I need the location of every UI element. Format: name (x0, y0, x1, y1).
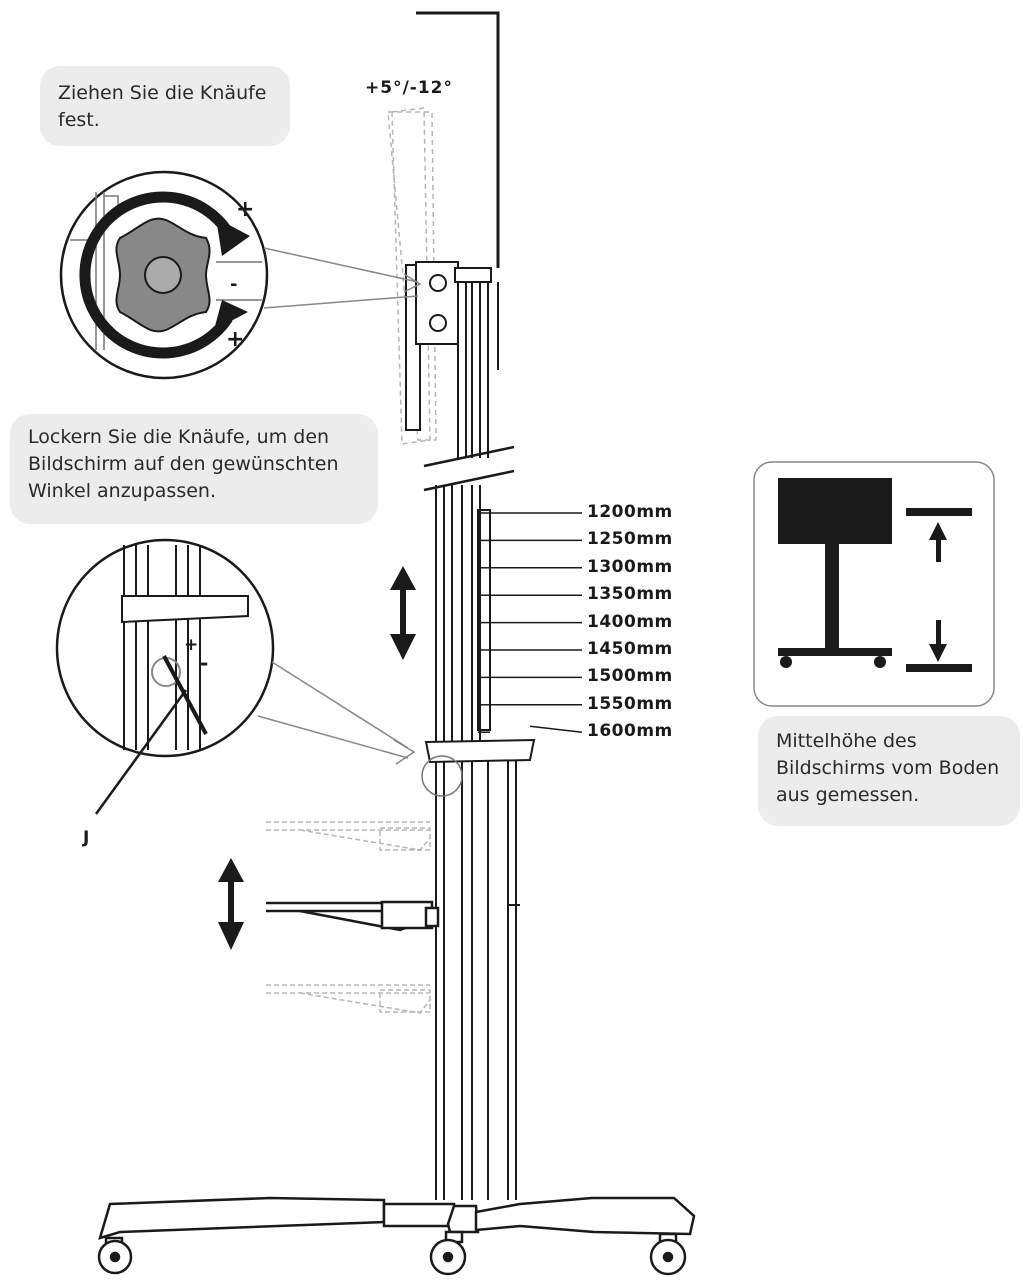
column-lower (435, 485, 520, 1200)
rotate-arrow-icon (79, 191, 250, 359)
arrow-down-icon (929, 620, 947, 662)
height-leader-line (529, 725, 583, 733)
callout-height-measure: Mittelhöhe des Bildschirms vom Boden aus… (758, 716, 1020, 826)
height-mark-label: 1600mm (587, 721, 673, 742)
collar-detail-pointer (257, 661, 416, 765)
plus-sign: + (184, 635, 198, 655)
height-mark-label: 1200mm (587, 502, 673, 522)
column-upper (454, 267, 499, 458)
height-mark-label: 1450mm (587, 639, 673, 659)
plus-sign: + (226, 327, 244, 352)
minus-sign: - (230, 274, 237, 295)
part-j-leader (94, 689, 188, 815)
height-illustration-panel (753, 461, 995, 707)
shelf-main (266, 900, 440, 932)
height-mark-label: 1350mm (587, 584, 673, 605)
part-label-j: J (83, 828, 90, 848)
height-leader-lines (478, 512, 583, 733)
caster-wheel-icon (649, 1232, 687, 1276)
caster-wheel-icon (97, 1236, 133, 1275)
top-bracket (416, 11, 500, 268)
tilt-range-label: +5°/-12° (365, 78, 453, 98)
collar-detail-magnifier: + - (55, 538, 275, 758)
shelf-ghost-lower (266, 984, 431, 1014)
knob-detail-magnifier: + - + (59, 170, 269, 380)
height-mark-label: 1400mm (587, 611, 673, 632)
height-mark-label: 1550mm (587, 693, 673, 714)
height-collar (421, 738, 536, 797)
double-arrow-icon (390, 566, 416, 660)
height-mark-label: 1300mm (587, 556, 673, 577)
arrow-up-icon (929, 522, 947, 562)
caster-wheel-icon (429, 1230, 467, 1276)
height-mark-label: 1250mm (587, 529, 673, 550)
plus-sign: + (236, 197, 254, 222)
minus-sign: - (200, 651, 208, 675)
height-mark-label: 1500mm (587, 666, 673, 687)
stand-base (98, 1196, 696, 1240)
double-arrow-icon (218, 858, 244, 950)
knob-icon (115, 217, 211, 333)
column-break (423, 445, 515, 492)
screen-icon (778, 478, 892, 544)
callout-tighten-knobs: Ziehen Sie die Knäufe fest. (40, 66, 290, 146)
knob-detail-pointer (263, 247, 422, 309)
callout-loosen-knobs: Lockern Sie die Knäufe, um den Bildschir… (10, 414, 378, 524)
shelf-ghost-upper (266, 821, 431, 851)
screen-side-view (405, 261, 459, 431)
